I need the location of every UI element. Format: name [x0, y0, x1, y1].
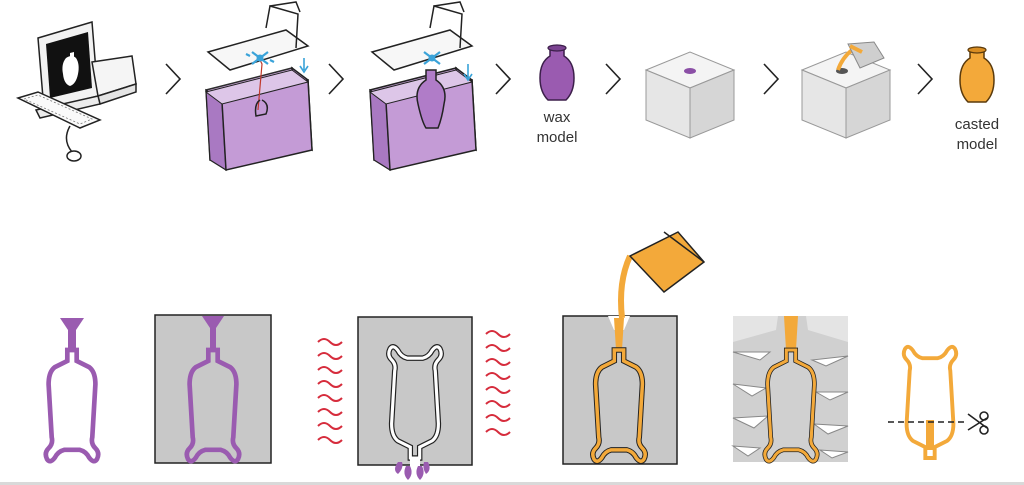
sla-printer-start-icon — [204, 1, 313, 172]
chevron-right-icon — [328, 63, 345, 95]
wax-model-label: wax — [543, 109, 571, 126]
wax-model-label-line2: model — [537, 129, 578, 146]
finished-casting-icon — [888, 344, 964, 460]
cast-vase-icon — [959, 46, 995, 103]
chevron-right-icon — [605, 63, 622, 95]
investment-block-icon — [644, 51, 736, 139]
chevron-right-icon — [917, 63, 934, 95]
casted-model-label: casted — [955, 116, 999, 133]
pouring-block-icon — [800, 41, 892, 139]
bottom-divider — [0, 482, 1024, 485]
metal-pour-flask-icon — [562, 231, 706, 465]
chevron-right-icon — [763, 63, 780, 95]
wax-vase-icon — [539, 44, 575, 101]
chevron-right-icon — [495, 63, 512, 95]
burnout-flask-icon — [357, 316, 473, 480]
casted-model-label-line2: model — [957, 136, 998, 153]
sla-printer-finished-icon — [368, 1, 477, 172]
break-out-flask-icon — [731, 316, 849, 462]
heat-waves-icon — [317, 330, 511, 444]
computer-workstation-icon — [15, 21, 137, 162]
wax-tree-icon — [46, 318, 98, 461]
invested-flask-icon — [154, 314, 272, 464]
chevron-right-icon — [165, 63, 182, 95]
scissors-icon — [967, 411, 989, 435]
